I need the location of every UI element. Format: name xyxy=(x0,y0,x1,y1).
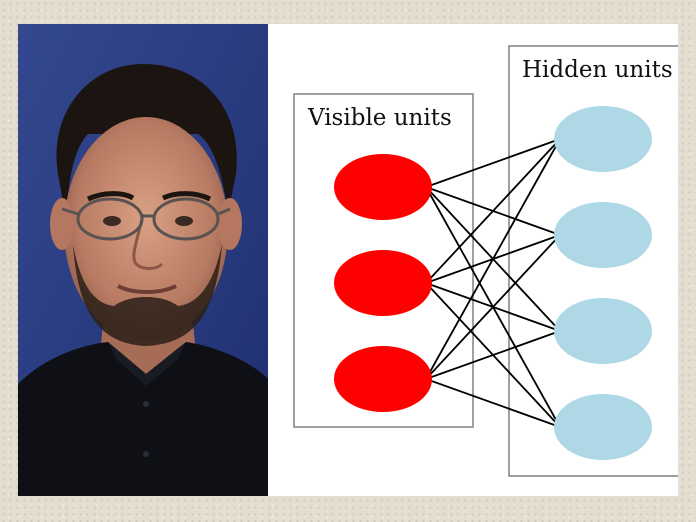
visible-unit-v2 xyxy=(334,250,432,316)
connection-v1-h1 xyxy=(425,138,561,188)
network-svg: Visible units Hidden units xyxy=(293,45,678,477)
hidden-unit-h4 xyxy=(554,394,652,460)
hidden-unit-h2 xyxy=(554,202,652,268)
connection-v3-h4 xyxy=(425,378,561,428)
visible-units-label: Visible units xyxy=(307,105,452,131)
portrait-image xyxy=(18,24,268,496)
hidden-unit-h3 xyxy=(554,298,652,364)
visible-unit-v3 xyxy=(334,346,432,412)
portrait-photo xyxy=(18,24,268,496)
connection-v3-h2 xyxy=(425,234,561,380)
visible-unit-v1 xyxy=(334,154,432,220)
visible-units-box xyxy=(293,93,474,428)
network-diagram: Visible units Hidden units xyxy=(268,24,678,496)
units xyxy=(334,106,652,460)
hidden-unit-h1 xyxy=(554,106,652,172)
connections xyxy=(425,138,561,428)
hidden-units-label: Hidden units xyxy=(522,57,673,83)
hidden-units-box xyxy=(508,45,678,477)
connection-v2-h1 xyxy=(425,138,561,284)
connection-v3-h3 xyxy=(425,330,561,380)
connection-v3-h1 xyxy=(425,138,561,380)
